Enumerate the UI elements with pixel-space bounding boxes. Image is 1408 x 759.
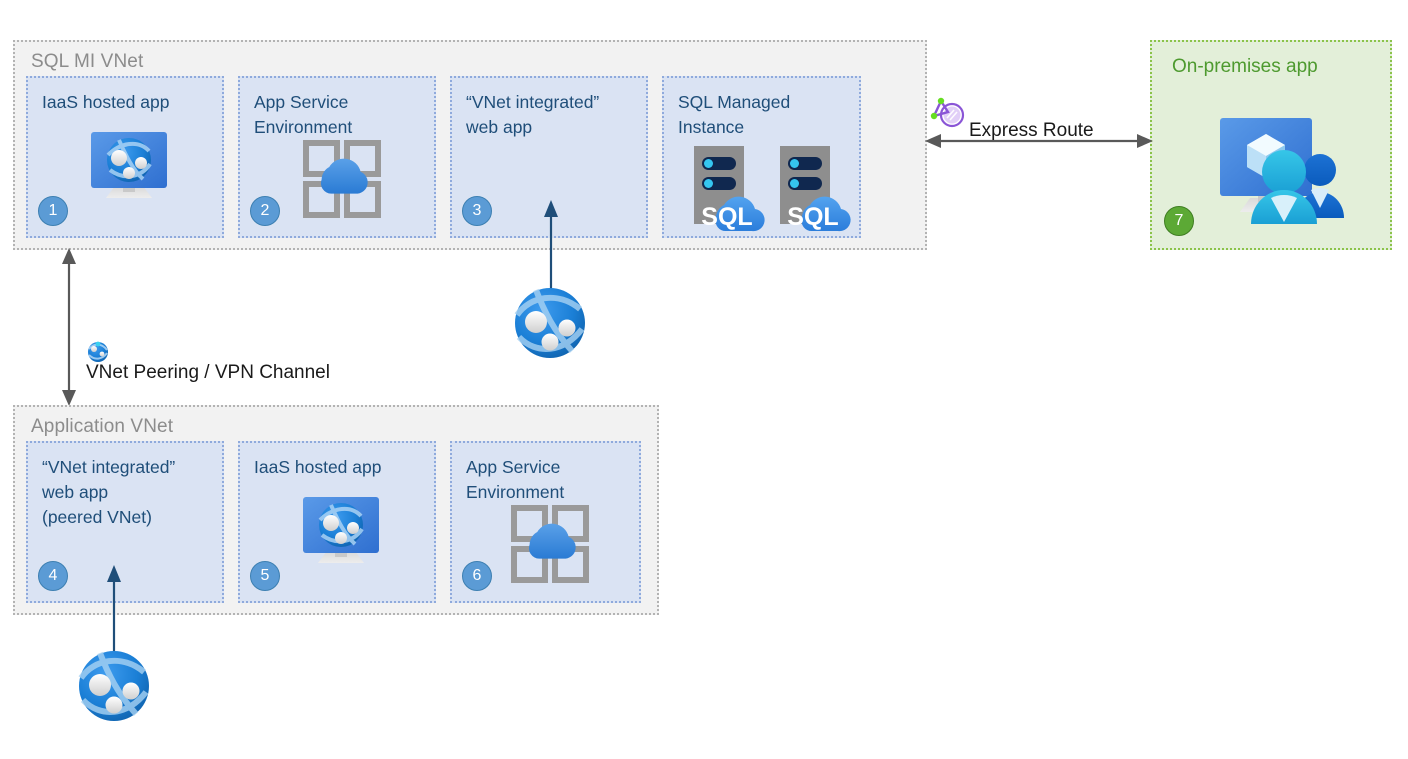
step-badge-3: 3 — [462, 196, 492, 226]
step-badge-7: 7 — [1164, 206, 1194, 236]
resource-label: SQL Managed Instance — [678, 92, 791, 137]
on-premises-app-container[interactable]: On-premises app 7 — [1150, 40, 1392, 250]
resource-label: IaaS hosted app — [254, 457, 382, 477]
azure-globe-icon-top — [514, 287, 586, 359]
express-route-connector — [925, 130, 1153, 152]
svg-text:SQL: SQL — [787, 203, 838, 231]
step-badge-2: 2 — [250, 196, 280, 226]
resource-label: “VNet integrated” web app — [466, 92, 600, 137]
resource-label: App Service Environment — [466, 457, 565, 502]
monitor-globe-icon — [299, 495, 383, 577]
vnet-peering-connector — [58, 248, 80, 406]
azure-globe-icon-bottom — [78, 650, 150, 722]
express-route-label: Express Route — [969, 120, 1094, 141]
sql-mi-vnet-title: SQL MI VNet — [31, 51, 144, 72]
resource-label: App Service Environment — [254, 92, 353, 137]
resource-box-app-service-environment-6[interactable]: App Service Environment 6 — [450, 441, 641, 603]
vnet-peering-icon — [86, 339, 110, 363]
svg-text:SQL: SQL — [701, 203, 752, 231]
application-vnet-title: Application VNet — [31, 416, 174, 437]
webapp-integration-arrow-bottom — [104, 565, 124, 665]
step-badge-5: 5 — [250, 561, 280, 591]
resource-box-iaas-hosted-app-1[interactable]: IaaS hosted app 1 — [26, 76, 224, 238]
app-service-environment-icon — [510, 505, 590, 583]
step-badge-4: 4 — [38, 561, 68, 591]
step-badge-1: 1 — [38, 196, 68, 226]
monitor-globe-icon — [87, 130, 171, 212]
webapp-integration-arrow-top — [541, 200, 561, 300]
resource-box-vnet-integrated-web-app-peered-4[interactable]: “VNet integrated” web app (peered VNet) … — [26, 441, 224, 603]
sql-managed-instance-icon: SQL SQL — [680, 146, 854, 238]
vnet-peering-label: VNet Peering / VPN Channel — [86, 362, 330, 383]
resource-box-app-service-environment-2[interactable]: App Service Environment 2 — [238, 76, 436, 238]
express-route-icon — [928, 97, 965, 128]
step-badge-6: 6 — [462, 561, 492, 591]
resource-box-sql-managed-instance[interactable]: SQL Managed Instance SQL — [662, 76, 861, 238]
resource-label: “VNet integrated” web app (peered VNet) — [42, 457, 176, 527]
app-service-environment-icon — [302, 140, 382, 218]
on-premises-app-title: On-premises app — [1172, 56, 1318, 77]
resource-label: IaaS hosted app — [42, 92, 170, 112]
resource-box-iaas-hosted-app-5[interactable]: IaaS hosted app 5 — [238, 441, 436, 603]
monitor-users-icon — [1218, 114, 1350, 224]
